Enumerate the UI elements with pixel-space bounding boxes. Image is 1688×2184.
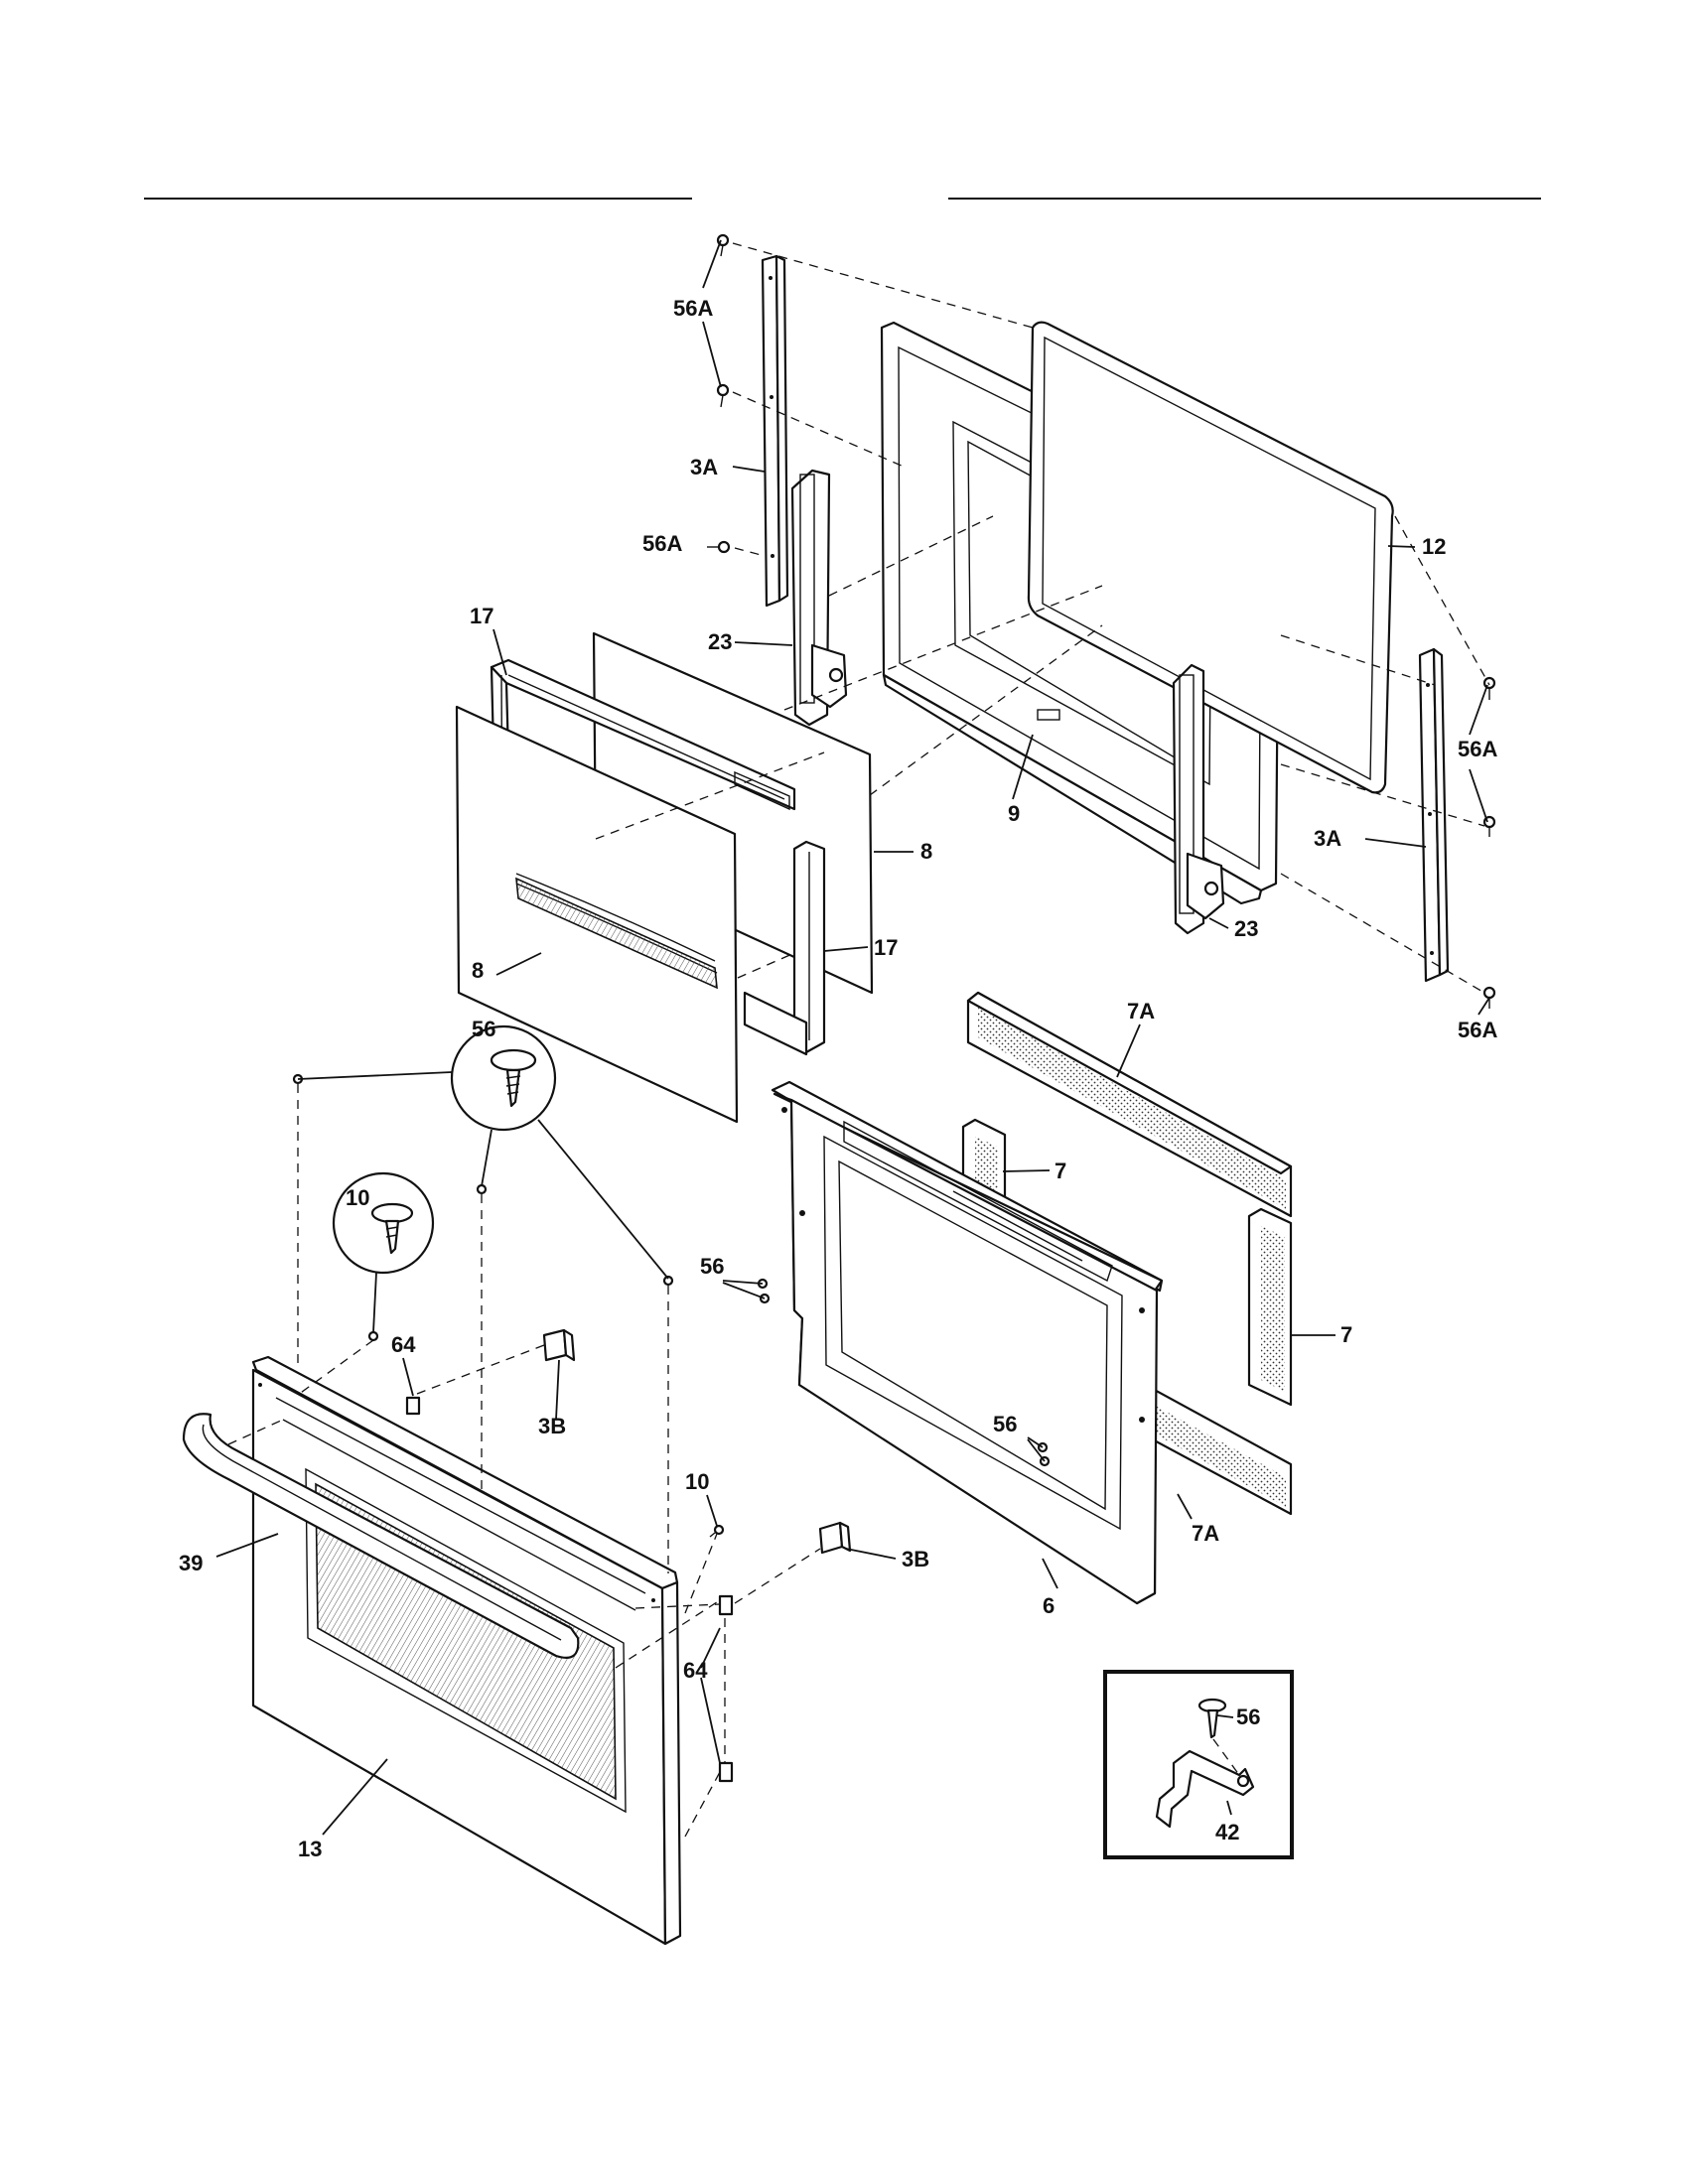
part-17-back-frame	[743, 840, 826, 1056]
part-3a-right-channel	[1418, 647, 1450, 983]
part-12-gasket	[1027, 321, 1394, 794]
label-56a-1: 56A	[673, 296, 713, 321]
label-8-1: 8	[920, 839, 932, 864]
label-17-2: 17	[874, 935, 898, 960]
part-64-end-cap-bottom	[718, 1594, 734, 1783]
part-3a-left-channel	[761, 254, 789, 608]
alignment-lines-glass	[595, 751, 825, 979]
screw-56a-right-1	[1482, 676, 1496, 700]
screw-56a-top-2	[716, 383, 730, 408]
part-23-left-hinge	[790, 469, 848, 727]
part-42-bracket	[1155, 1749, 1255, 1829]
alignment-lines-front	[227, 1084, 821, 1838]
part-8-front-glass	[455, 705, 739, 1124]
label-17-1: 17	[470, 604, 493, 628]
label-6: 6	[1043, 1593, 1055, 1618]
part-6-door-liner	[771, 1080, 1164, 1605]
label-12: 12	[1422, 534, 1446, 559]
label-3b-1: 3B	[538, 1414, 566, 1438]
label-56a-4: 56A	[1458, 1018, 1497, 1042]
label-23-1: 23	[708, 629, 732, 654]
label-56a-2: 56A	[642, 531, 682, 556]
callout-10-magnified	[332, 1171, 435, 1333]
label-56a-3: 56A	[1458, 737, 1497, 761]
label-56-3: 56	[1236, 1705, 1260, 1729]
label-7-2: 7	[1340, 1322, 1352, 1347]
label-3a-1: 3A	[690, 455, 718, 479]
part-3b-clip-top	[542, 1328, 576, 1362]
label-3a-2: 3A	[1314, 826, 1341, 851]
label-56-2: 56	[993, 1412, 1017, 1436]
label-56-circle: 56	[472, 1017, 495, 1041]
labels: 56A 3A 56A 23 12 17 8 9 56A 3A 8 17 23 5…	[179, 296, 1497, 1861]
label-64-1: 64	[391, 1332, 416, 1357]
label-7a-2: 7A	[1192, 1521, 1219, 1546]
label-9: 9	[1008, 801, 1020, 826]
part-3b-clip-bottom	[818, 1521, 852, 1555]
screw-10-small	[709, 1524, 725, 1538]
label-39: 39	[179, 1551, 203, 1575]
label-10-2: 10	[685, 1469, 709, 1494]
label-23-2: 23	[1234, 916, 1258, 941]
label-10-circle: 10	[346, 1185, 369, 1210]
label-56-1: 56	[700, 1254, 724, 1279]
screw-56-inset	[1197, 1698, 1240, 1776]
label-7a-1: 7A	[1127, 999, 1155, 1024]
part-39-handle	[182, 1413, 580, 1659]
inset-detail-box	[1103, 1670, 1294, 1859]
label-42: 42	[1215, 1820, 1239, 1844]
label-64-2: 64	[683, 1658, 708, 1683]
label-13: 13	[298, 1837, 322, 1861]
alignment-lines-top	[732, 242, 1490, 994]
part-7a-insulation-top	[966, 991, 1293, 1218]
label-8-2: 8	[472, 958, 484, 983]
label-3b-2: 3B	[902, 1547, 929, 1571]
leader-lines	[215, 239, 1490, 1836]
screw-56a-mid	[707, 540, 731, 554]
part-7-insulation-right	[1247, 1207, 1293, 1407]
part-23-right-hinge	[1172, 663, 1225, 935]
screw-56-door-top	[292, 1073, 674, 1342]
callout-56-magnified	[297, 1024, 669, 1280]
label-7-1: 7	[1055, 1159, 1066, 1183]
part-64-end-cap-top	[405, 1396, 421, 1416]
